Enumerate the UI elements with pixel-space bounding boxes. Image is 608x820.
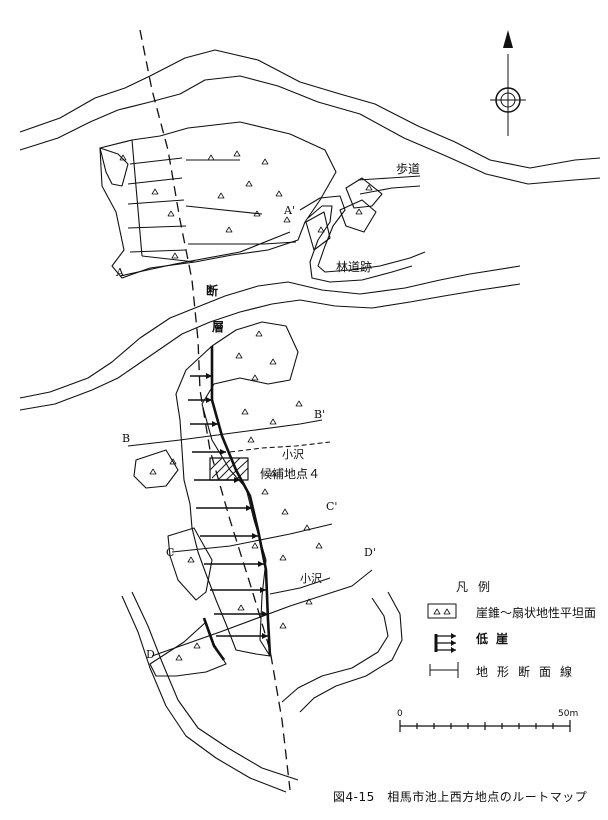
fault-label-1: 断 bbox=[206, 284, 219, 298]
terrace-upper bbox=[99, 121, 337, 279]
river-middle-bank-lower bbox=[19, 283, 521, 411]
river-bottom-bank-left bbox=[131, 591, 299, 781]
legend-item-cliff: 低崖 bbox=[476, 632, 517, 646]
river-top-bank-upper bbox=[19, 49, 601, 169]
section-label-C-end: C' bbox=[326, 500, 338, 513]
legend-title: 凡例 bbox=[456, 580, 501, 594]
section-label-D-end: D' bbox=[364, 546, 376, 559]
walkway-label: 歩道 bbox=[396, 162, 421, 176]
patch-left-B bbox=[133, 449, 179, 489]
river-top-bank-lower bbox=[19, 75, 601, 185]
candidate-site-marker bbox=[209, 457, 249, 481]
section-line-D bbox=[151, 569, 373, 657]
patch-left-C bbox=[167, 527, 213, 601]
section-label-B-end: B' bbox=[314, 408, 326, 421]
stream-line-1 bbox=[229, 441, 331, 453]
candidate-site-label: 候補地点４ bbox=[260, 467, 321, 481]
fault-label-2: 層 bbox=[212, 320, 225, 334]
section-label-C-start: C bbox=[166, 546, 175, 559]
scale-end-label: 50m bbox=[558, 709, 579, 719]
scale-start-label: 0 bbox=[397, 709, 403, 719]
stream-label-1: 小沢 bbox=[282, 448, 304, 461]
section-label-A-start: A bbox=[116, 266, 124, 279]
section-label-D-start: D bbox=[146, 648, 155, 661]
walkway-line-2 bbox=[359, 185, 421, 195]
forest-road-trace bbox=[299, 195, 426, 273]
river-bottom-bank-right bbox=[281, 597, 389, 703]
river-middle-bank-upper bbox=[19, 265, 521, 399]
figure-caption: 図4-15 相馬市池上西方地点のルートマップ bbox=[333, 790, 588, 804]
legend-item-cone: 崖錐～扇状地性平坦面 bbox=[476, 606, 597, 620]
section-line-A bbox=[119, 231, 291, 277]
section-line-C bbox=[171, 523, 333, 553]
low-cliff-line bbox=[210, 346, 272, 657]
section-label-B-start: B bbox=[122, 432, 131, 445]
legend-item-section: 地形断面線 bbox=[476, 665, 582, 679]
patch-left-D bbox=[149, 621, 227, 677]
scale-bar bbox=[399, 720, 571, 732]
stream-line-2 bbox=[269, 577, 331, 595]
forest-road-trace-label: 林道跡 bbox=[336, 260, 373, 274]
legend-swatch-cone bbox=[427, 603, 457, 619]
section-line-B bbox=[127, 419, 323, 447]
legend-swatch-cliff bbox=[434, 633, 456, 653]
terrace-middle bbox=[175, 321, 299, 657]
stream-label-2: 小沢 bbox=[300, 572, 322, 585]
cone-symbols bbox=[119, 150, 373, 661]
section-label-A-end: A' bbox=[284, 204, 295, 217]
walkway-line-1 bbox=[357, 175, 421, 181]
legend-swatch-section bbox=[429, 662, 459, 678]
